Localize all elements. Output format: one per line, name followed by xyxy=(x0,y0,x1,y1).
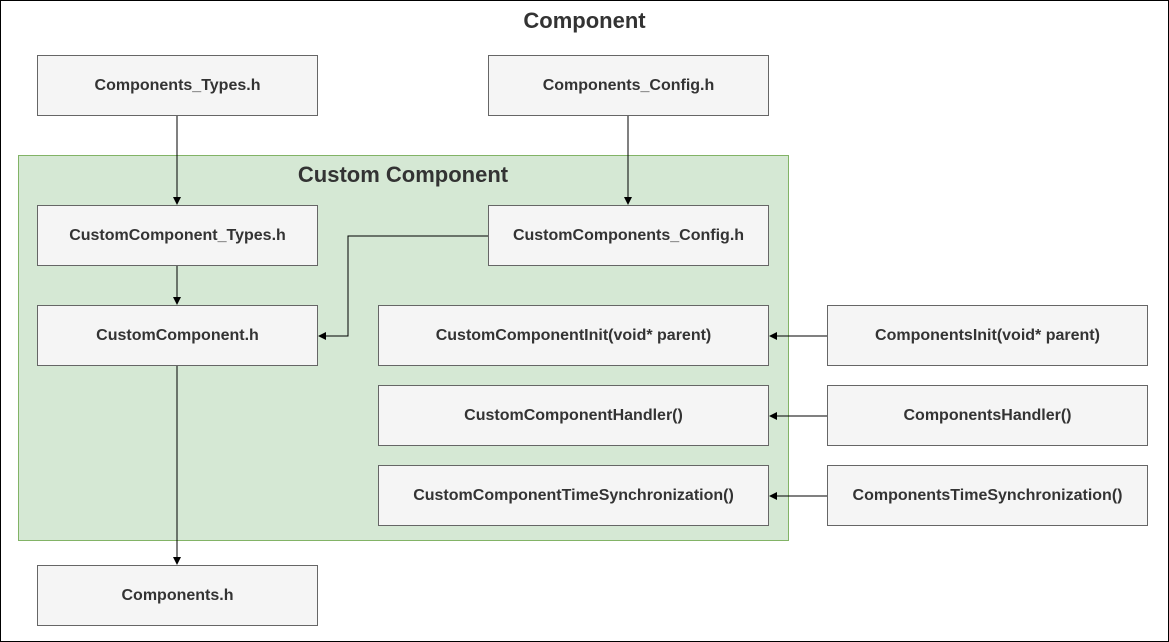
node-components-types-h[interactable]: Components_Types.h xyxy=(37,55,318,116)
node-customcomponent-types-h[interactable]: CustomComponent_Types.h xyxy=(37,205,318,266)
node-customcomponent-timesync[interactable]: CustomComponentTimeSynchronization() xyxy=(378,465,769,526)
node-components-h[interactable]: Components.h xyxy=(37,565,318,626)
node-components-config-h[interactable]: Components_Config.h xyxy=(488,55,769,116)
node-components-init[interactable]: ComponentsInit(void* parent) xyxy=(827,305,1148,366)
node-customcomponent-h[interactable]: CustomComponent.h xyxy=(37,305,318,366)
node-customcomponent-init[interactable]: CustomComponentInit(void* parent) xyxy=(378,305,769,366)
custom-component-group-title: Custom Component xyxy=(297,162,509,187)
node-components-handler[interactable]: ComponentsHandler() xyxy=(827,385,1148,446)
node-customcomponent-handler[interactable]: CustomComponentHandler() xyxy=(378,385,769,446)
node-customcomponents-config-h[interactable]: CustomComponents_Config.h xyxy=(488,205,769,266)
node-components-timesync[interactable]: ComponentsTimeSynchronization() xyxy=(827,465,1148,526)
diagram-title: Component xyxy=(523,8,646,33)
